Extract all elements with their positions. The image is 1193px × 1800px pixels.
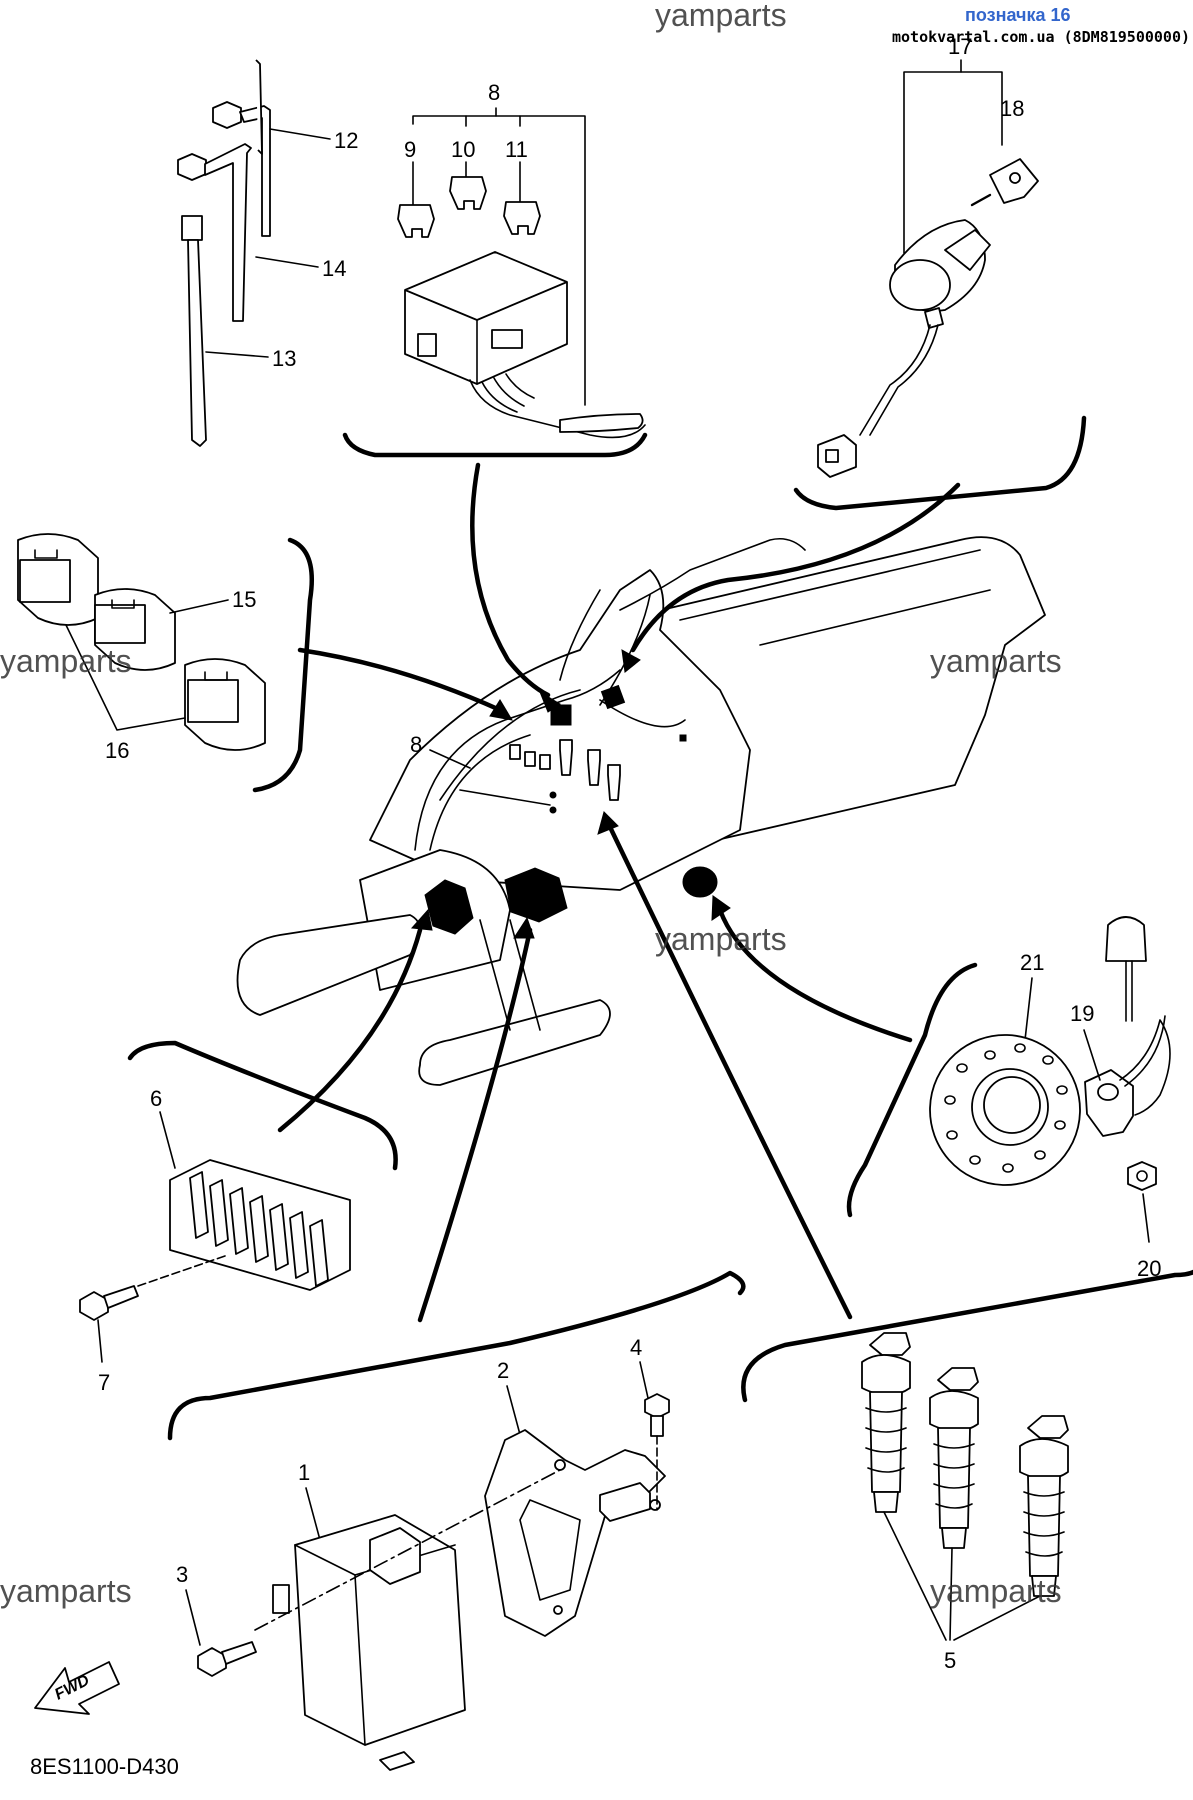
coil-1-cap — [869, 1332, 911, 1356]
callout-17: 17 — [948, 34, 972, 59]
rectifier-group: 6 7 — [79, 1040, 398, 1395]
callout-19: 19 — [1070, 1001, 1094, 1026]
site-reference: motokvartal.com.ua (8DM819500000) — [892, 28, 1190, 46]
fuse-box-latch — [417, 333, 437, 357]
bolt-3-shank — [221, 1641, 257, 1665]
fuse-box-body — [404, 251, 568, 385]
callout-18: 18 — [1000, 96, 1024, 121]
rectifier-fins — [189, 1171, 329, 1287]
callout-12: 12 — [334, 128, 358, 153]
bolt-7-shank — [103, 1285, 139, 1309]
relays-group: 15 16 — [17, 533, 315, 793]
fuse-10 — [449, 176, 487, 210]
pickup-coil-on-chassis — [682, 866, 718, 898]
bracket-coils — [741, 1269, 1193, 1403]
callout-5: 5 — [944, 1648, 956, 1673]
coil-2-boot — [929, 1390, 979, 1432]
connector-main-switch — [600, 684, 626, 710]
cable-tie-14-strap — [204, 143, 252, 322]
cable-tie-13-strap — [187, 239, 207, 447]
cdi-on-chassis — [504, 867, 568, 923]
callout-8-mid: 8 — [410, 732, 422, 757]
bolt-4-shank — [650, 1415, 664, 1437]
coil-3-boot — [1019, 1438, 1069, 1480]
fuse-box-group: 8 9 10 11 — [342, 80, 648, 458]
pickup-coil-group: 21 19 20 — [846, 916, 1171, 1281]
callout-3: 3 — [176, 1562, 188, 1587]
watermark-bottom-right: yamparts — [930, 1573, 1062, 1609]
fuse-harness-wires — [469, 379, 646, 439]
cdi-unit-body — [294, 1514, 466, 1746]
main-switch-group: 17 18 — [793, 34, 1087, 511]
callout-4: 4 — [630, 1335, 642, 1360]
cable-ties-group: 12 14 13 — [177, 59, 358, 447]
pickup-coupler — [1105, 916, 1147, 962]
snowmobile-chassis: 8 — [236, 536, 1046, 1086]
pickup-coil-body — [1084, 1069, 1134, 1137]
cdi-group: 2 4 1 3 — [167, 1270, 746, 1771]
callout-8-top: 8 — [488, 80, 500, 105]
watermark-center: yamparts — [655, 921, 787, 957]
bolt-3-head — [197, 1647, 227, 1677]
watermark-top: yamparts — [655, 0, 787, 33]
bracket-pickup — [846, 962, 978, 1218]
coil-3-cap — [1027, 1415, 1069, 1439]
bolt-7-head — [79, 1291, 109, 1321]
fwd-arrow-icon — [34, 1661, 120, 1715]
chassis-hood — [369, 569, 751, 891]
callout-10: 10 — [451, 137, 475, 162]
main-switch-boot — [924, 307, 944, 329]
main-switch-face — [889, 259, 951, 311]
fuse-box-socket — [491, 329, 523, 349]
watermark-right: yamparts — [930, 643, 1062, 679]
cdi-connector — [272, 1584, 290, 1614]
ski-right — [418, 999, 611, 1086]
coil-1-boot — [861, 1354, 911, 1396]
rotor-holes — [944, 1043, 1068, 1173]
callout-21: 21 — [1020, 950, 1044, 975]
cable-tie-14-tail — [255, 59, 263, 155]
callout-2: 2 — [497, 1358, 509, 1383]
fuse-9 — [397, 204, 435, 238]
callout-6: 6 — [150, 1086, 162, 1111]
cdi-mount-tab — [369, 1527, 421, 1585]
ignition-coils-group: 5 — [741, 1269, 1193, 1673]
coil-2-body — [937, 1427, 971, 1529]
bracket-rectifier — [127, 1040, 398, 1171]
callout-14: 14 — [322, 256, 346, 281]
callout-11: 11 — [505, 137, 528, 162]
pointer-lines — [277, 462, 961, 1323]
watermark-bottom-left: yamparts — [0, 1573, 132, 1609]
bracket-cdi — [167, 1270, 746, 1441]
watermark-left: yamparts — [0, 643, 132, 679]
rectifier-on-chassis — [424, 879, 474, 935]
callout-9: 9 — [404, 137, 416, 162]
callout-7: 7 — [98, 1370, 110, 1395]
cdi-mount-bracket — [484, 1429, 666, 1637]
coil-2-cap — [937, 1367, 979, 1391]
bracket-fuse-box — [342, 432, 648, 458]
fwd-arrow: FWD — [34, 1661, 120, 1715]
bracket-main-switch — [793, 415, 1087, 511]
bolt-4-head — [644, 1393, 670, 1419]
nut-20 — [1127, 1161, 1157, 1191]
callout-15: 15 — [232, 587, 256, 612]
main-harness-wire — [414, 669, 621, 851]
fuse-harness-sleeve — [559, 413, 644, 433]
label-tag: позначка 16 — [965, 5, 1071, 25]
cable-tie-13-head — [181, 215, 203, 241]
bracket-relays — [252, 537, 315, 793]
coil-3-body — [1027, 1475, 1061, 1577]
fuse-11 — [503, 201, 541, 235]
connector-fuse-box — [550, 704, 572, 726]
callout-1: 1 — [298, 1460, 310, 1485]
callout-16: 16 — [105, 738, 129, 763]
drawing-code: 8ES1100-D430 — [30, 1754, 179, 1779]
callout-13: 13 — [272, 346, 296, 371]
coil-1-body — [869, 1391, 903, 1493]
cable-tie-12-head — [212, 101, 242, 129]
cable-tie-14-head — [177, 153, 207, 181]
